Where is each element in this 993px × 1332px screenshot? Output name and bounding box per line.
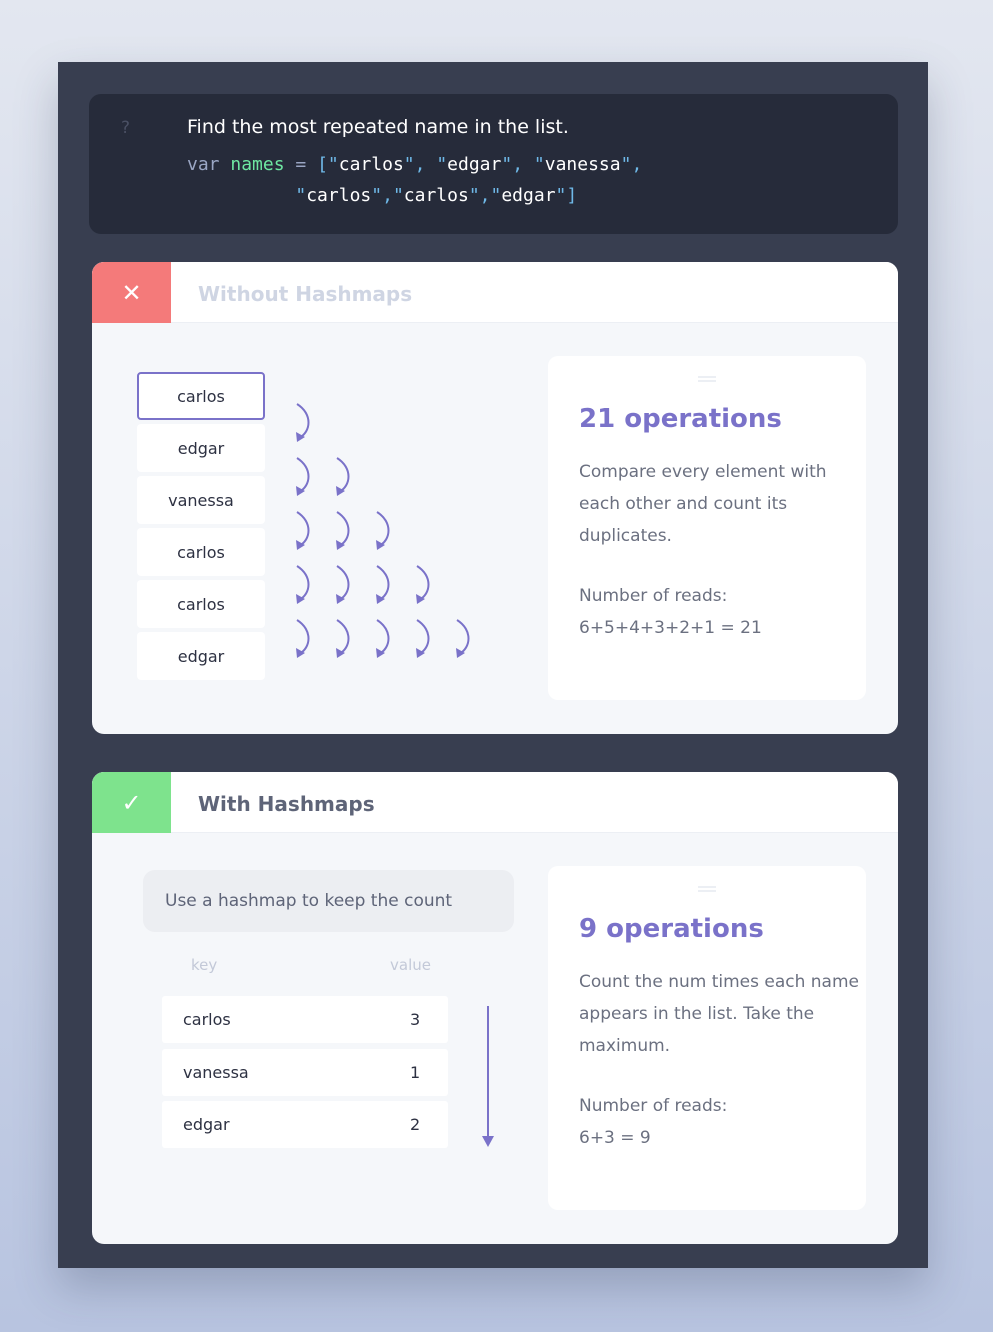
comparison-arrowhead [336,594,345,604]
comparison-arrowhead [296,540,305,550]
list-item: carlos [137,372,265,420]
row-value: 2 [410,1115,421,1134]
code-name: vanessa [544,154,621,175]
comparison-arrow [296,457,310,493]
comparison-arrowhead [296,648,305,658]
row-value: 1 [410,1063,421,1082]
table-row: edgar 2 [162,1101,448,1148]
comparison-arrow [376,565,390,601]
comparison-arrow [416,565,430,601]
hashmap-note: Use a hashmap to keep the count [143,870,514,932]
column-header-key: key [191,956,218,974]
comparison-arrowhead [336,486,345,496]
comparison-arrowhead [376,594,385,604]
row-value: 3 [410,1010,421,1029]
code-keyword: var [187,154,220,175]
reads-value: 6+5+4+3+2+1 = 21 [579,618,762,638]
column-header-value: value [390,956,431,974]
drag-handle-icon [698,886,716,892]
comparison-arrow [456,619,470,655]
card-header: ✓ With Hashmaps [92,772,898,833]
comparison-arrowhead [416,594,425,604]
comparison-arrow [336,619,350,655]
card-title: With Hashmaps [198,792,375,816]
comparison-arrow [296,565,310,601]
question-panel: ? Find the most repeated name in the lis… [89,94,898,234]
comparison-arrows [296,403,470,658]
row-key: carlos [183,1010,231,1029]
list-item: carlos [137,580,265,628]
card-header: ✕ Without Hashmaps [92,262,898,323]
comparison-arrowhead [416,648,425,658]
comparison-arrow [336,457,350,493]
list-item: carlos [137,528,265,576]
comparison-arrowhead [456,648,465,658]
check-icon: ✓ [92,772,171,833]
question-text: Find the most repeated name in the list. [187,116,569,138]
comparison-arrowhead [296,594,305,604]
operations-description: Count the num times each name appears in… [579,972,859,1056]
reads-label: Number of reads: [579,586,728,606]
comparison-arrow [376,619,390,655]
without-info-panel: 21 operations Compare every element with… [548,356,866,700]
comparison-arrow [336,511,350,547]
comparison-arrowhead [296,432,305,442]
code-equals: = [295,154,307,175]
card-title: Without Hashmaps [198,282,413,306]
table-row: vanessa 1 [162,1049,448,1096]
comparison-arrow [416,619,430,655]
row-key: vanessa [183,1063,249,1082]
code-name: edgar [447,154,502,175]
comparison-arrow [296,511,310,547]
comparison-arrowhead [376,540,385,550]
comparison-arrow [296,403,310,439]
close-icon: ✕ [92,262,171,323]
comparison-arrow [336,565,350,601]
arrow-down-icon [482,1006,494,1147]
code-line-2: "carlos","carlos","edgar"] [295,185,578,206]
code-variable: names [230,154,285,175]
frame: ? Find the most repeated name in the lis… [58,62,928,1268]
comparison-arrow [296,619,310,655]
comparison-arrow [376,511,390,547]
code-name: carlos [306,185,372,206]
with-info-panel: 9 operations Count the num times each na… [548,866,866,1210]
without-hashmaps-card: ✕ Without Hashmaps carlos edgar vanessa … [92,262,898,734]
operations-description: Compare every element with each other an… [579,462,827,546]
question-mark-icon: ? [121,118,131,138]
code-name: carlos [338,154,404,175]
code-name: carlos [403,185,469,206]
comparison-arrowhead [296,486,305,496]
drag-handle-icon [698,376,716,382]
comparison-arrowhead [336,648,345,658]
list-item: edgar [137,424,265,472]
row-key: edgar [183,1115,230,1134]
comparison-arrowhead [336,540,345,550]
table-row: carlos 3 [162,996,448,1043]
list-item: vanessa [137,476,265,524]
operations-count: 21 operations [579,404,782,434]
operations-count: 9 operations [579,914,764,944]
list-item: edgar [137,632,265,680]
reads-label: Number of reads: [579,1096,728,1116]
with-hashmaps-card: ✓ With Hashmaps Use a hashmap to keep th… [92,772,898,1244]
comparison-arrowhead [376,648,385,658]
code-line-1: var names = ["carlos", "edgar", "vanessa… [187,154,643,175]
reads-value: 6+3 = 9 [579,1128,651,1148]
code-name: edgar [501,185,556,206]
